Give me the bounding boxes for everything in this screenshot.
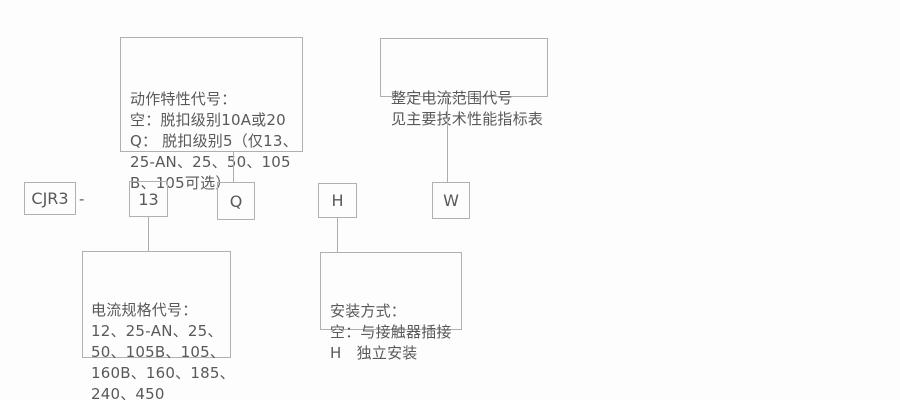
connector-line-13-to-current bbox=[148, 217, 149, 251]
current-range-code-label: W bbox=[443, 191, 459, 210]
current-range-code-box: W bbox=[432, 182, 470, 219]
current-spec-note-box: 电流规格代号： 12、25-AN、25、 50、105B、105、 160B、1… bbox=[82, 251, 235, 400]
action-characteristic-note-box: 动作特性代号： 空：脱扣级别10A或20 Q： 脱扣级别5（仅13、 25-AN… bbox=[120, 37, 303, 192]
current-spec-note-text: 电流规格代号： 12、25-AN、25、 50、105B、105、 160B、1… bbox=[91, 301, 235, 400]
current-spec-code-label: 13 bbox=[138, 189, 159, 209]
action-characteristic-code-label: Q bbox=[229, 191, 243, 211]
mounting-mode-note-box: 安装方式： 空：与接触器插接 H 独立安装 bbox=[320, 252, 462, 362]
connector-line-action-to-q bbox=[233, 152, 234, 182]
model-separator-dash: - bbox=[79, 189, 85, 208]
setting-current-range-note-box: 整定电流范围代号 见主要技术性能指标表 bbox=[380, 38, 548, 128]
connector-line-h-to-mounting bbox=[337, 218, 338, 252]
action-characteristic-note-text: 动作特性代号： 空：脱扣级别10A或20 Q： 脱扣级别5（仅13、 25-AN… bbox=[130, 90, 298, 192]
mounting-code-label: H bbox=[331, 191, 344, 210]
model-prefix-box: CJR3 bbox=[24, 182, 76, 215]
action-characteristic-code-box: Q bbox=[217, 182, 255, 220]
setting-current-range-note-text: 整定电流范围代号 见主要技术性能指标表 bbox=[391, 89, 544, 128]
mounting-code-box: H bbox=[318, 183, 357, 218]
mounting-mode-note-text: 安装方式： 空：与接触器插接 H 独立安装 bbox=[330, 302, 452, 362]
current-spec-code-box: 13 bbox=[129, 181, 168, 217]
model-prefix-label: CJR3 bbox=[31, 189, 69, 208]
connector-line-range-to-w bbox=[447, 97, 448, 182]
